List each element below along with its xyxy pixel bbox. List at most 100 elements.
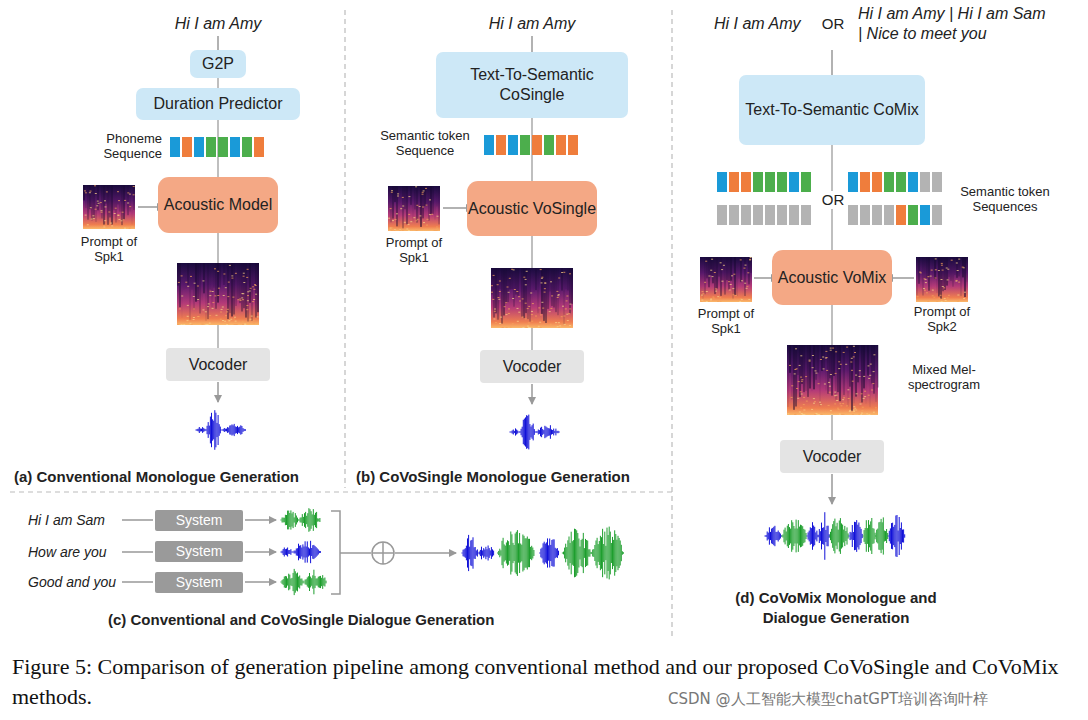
annotation: Hi I am Amy [474,14,590,34]
spectrogram-fleck [831,412,833,413]
spectrogram-fleck [104,220,106,221]
spectrogram-fleck [720,262,722,263]
spectrogram-fleck [133,194,135,195]
spectrogram-fleck [711,259,713,260]
spectrogram-column [227,263,229,319]
spectrogram-fleck [255,294,257,295]
spectrogram-fleck [531,311,533,312]
spectrogram-fleck [243,282,245,283]
spectrogram-fleck [744,283,746,284]
spectrogram-fleck [246,309,248,310]
spectrogram-fleck [708,276,710,277]
spectrogram-column [523,268,525,318]
spectrogram-fleck [702,291,704,292]
spectrogram-column [551,268,553,306]
spectrogram-fleck [544,283,546,284]
spectrogram-fleck [740,298,742,299]
spectrogram-fleck [209,323,211,324]
spectrogram-fleck [853,411,855,412]
semantic-token [896,172,906,192]
spectrogram-fleck [237,299,239,300]
spectrogram-column [113,185,115,210]
spectrogram-fleck [84,190,86,191]
spectrogram-column [926,257,928,278]
spectrogram-fleck [946,268,948,269]
spectrogram-column [199,263,201,314]
spectrogram-fleck [746,286,748,287]
semantic-token [741,205,751,225]
semantic-token [170,137,180,157]
spectrogram-fleck [925,279,927,280]
spectrogram-fleck [944,298,946,299]
module-box: Text-To-Semantic CoMix [739,75,925,145]
spectrogram-fleck [821,414,823,415]
spectrogram-fleck [103,225,105,226]
spectrogram-fleck [101,212,103,213]
semantic-token [568,135,578,155]
spectrogram-fleck [106,191,108,192]
spectrogram-fleck [429,214,431,215]
semantic-token [884,172,894,192]
spectrogram-fleck [927,276,929,277]
spectrogram-column [109,185,111,217]
spectrogram-column [831,345,833,396]
spectrogram-fleck [395,219,397,220]
spectrogram-fleck [193,296,195,297]
spectrogram-fleck [532,303,534,304]
spectrogram-column [493,268,495,318]
spectrogram-fleck [820,359,822,360]
spectrogram-fleck [938,270,940,271]
spectrogram-column [529,268,531,322]
spectrogram-fleck [939,298,941,299]
spectrogram-fleck [864,396,866,397]
spectrogram-column [495,268,497,313]
spectrogram-column [849,345,851,387]
spectrogram-column [819,345,821,406]
spectrogram-fleck [227,320,229,321]
spectrogram-fleck [187,320,189,321]
spectrogram-fleck [540,269,542,270]
spectrogram-fleck [747,272,749,273]
spectrogram-fleck [834,392,836,393]
spectrogram-fleck [787,413,789,414]
spectrogram-fleck [551,295,553,296]
spectrogram-fleck [118,219,120,220]
spectrogram-ground [916,257,968,302]
spectrogram-fleck [246,305,248,306]
spectrogram-fleck [864,391,866,392]
spectrogram-fleck [824,384,826,385]
spectrogram-fleck [855,375,857,376]
spectrogram-fleck [558,294,560,295]
spectrogram-fleck [962,267,964,268]
spectrogram-fleck [394,229,396,230]
spectrogram-fleck [873,371,875,372]
spectrogram-fleck [221,309,223,310]
spectrogram-fleck [723,265,725,266]
semantic-token [230,137,240,157]
spectrogram-fleck [491,292,493,293]
spectrogram-fleck [814,414,816,415]
spectrogram-fleck [525,318,527,319]
spectrogram-fleck [536,326,538,327]
spectrogram-fleck [828,382,830,383]
spectrogram-fleck [91,219,93,220]
spectrogram-fleck [220,312,222,313]
semantic-token [872,205,882,225]
spectrogram-column [404,186,406,209]
spectrogram-column [839,345,841,401]
spectrogram-column [706,257,708,278]
spectrogram-fleck [227,309,229,310]
spectrogram-fleck [838,361,840,362]
spectrogram-fleck [834,403,836,404]
spectrogram-fleck [425,188,427,189]
figure-caption: Figure 5: Comparison of generation pipel… [12,652,1078,712]
spectrogram-column [537,268,539,313]
waveform-trace [196,427,206,433]
spectrogram-fleck [228,320,230,321]
spectrogram-fleck [252,286,254,287]
spectrogram-fleck [831,414,833,415]
spectrogram-column [525,268,527,313]
spectrogram-fleck [518,296,520,297]
spectrogram-fleck [563,272,565,273]
waveform [281,541,321,563]
